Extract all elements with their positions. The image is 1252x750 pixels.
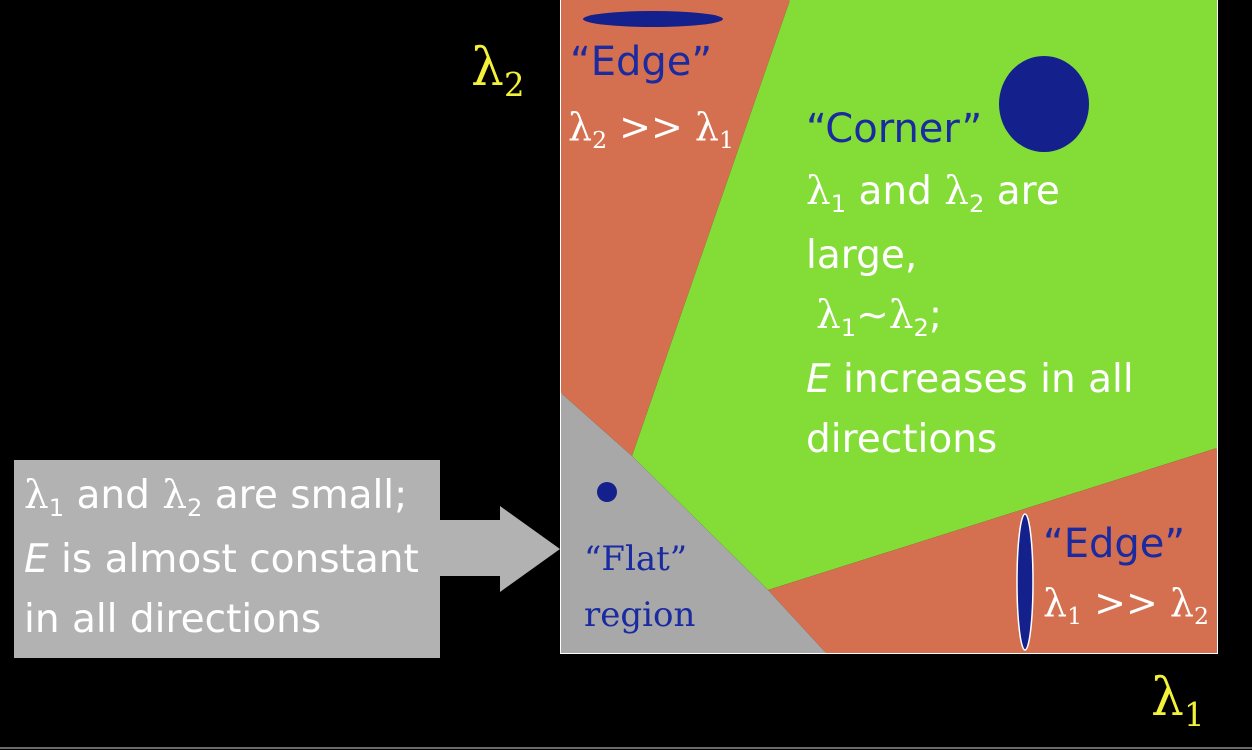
flat-note-sub-1: 1 [48, 494, 65, 523]
corner-lambda-1: λ [806, 169, 831, 214]
y-axis-symbol: λ [471, 38, 504, 98]
edge-top-relation: λ2 >> λ1 [568, 105, 734, 153]
circle-icon [999, 56, 1089, 152]
flat-title: “Flat” [584, 539, 688, 579]
edge-region-top [561, 0, 790, 456]
edge-bottom-operator: >> [1082, 581, 1170, 625]
edge-top-lambda-b: λ [694, 105, 720, 149]
flat-note-line-3: in all directions [24, 597, 322, 642]
corner-line3-sub-a: 1 [840, 314, 857, 343]
x-axis-subscript: 1 [1183, 696, 1205, 735]
small-dot-icon [597, 482, 617, 502]
corner-line3-tilde: ~ [856, 293, 889, 338]
flat-note-constant: is almost constant [48, 537, 419, 582]
edge-bottom-sub-b: 2 [1194, 602, 1209, 631]
corner-description: λ1 and λ2 are large, λ1~λ2; E increases … [806, 162, 1186, 470]
edge-bottom-lambda-b: λ [1169, 581, 1195, 625]
x-axis-symbol: λ [1151, 668, 1184, 728]
flat-note-lambda-2: λ [162, 473, 187, 518]
edge-bottom-title: “Edge” [1043, 521, 1186, 567]
edge-top-sub-b: 1 [719, 126, 734, 155]
edge-top-operator: >> [607, 105, 695, 149]
vertical-ellipse-icon [1016, 513, 1034, 651]
edge-bottom-relation: λ1 >> λ2 [1043, 581, 1209, 629]
corner-sub-1: 1 [830, 190, 847, 219]
corner-line3-lambda-b: λ [888, 293, 914, 338]
corner-are: are [984, 169, 1060, 214]
flat-note-box: λ1 and λ2 are small; E is almost constan… [14, 460, 440, 658]
flat-region [561, 393, 826, 653]
edge-region-bottom [768, 448, 1217, 653]
corner-increases: increases in all [830, 357, 1134, 402]
corner-sub-2: 2 [969, 190, 985, 219]
edge-bottom-sub-a: 1 [1067, 602, 1083, 631]
corner-and: and [846, 169, 945, 214]
corner-line-3: λ1~λ2; [806, 286, 1186, 350]
corner-line3-sub-b: 2 [913, 314, 929, 343]
flat-note-line-2: E is almost constant [24, 530, 430, 590]
edge-top-title: “Edge” [570, 39, 713, 85]
flat-note-energy-e: E [24, 537, 49, 582]
flat-note-are-small: are small; [202, 473, 408, 518]
x-axis-label: λ1 [1151, 672, 1204, 731]
flat-note-line-1: λ1 and λ2 are small; [24, 466, 430, 530]
corner-line3-lambda-a: λ [816, 293, 841, 338]
corner-lambda-2: λ [944, 169, 969, 214]
flat-note-sub-2: 2 [187, 494, 203, 523]
arrow-icon [440, 506, 560, 592]
flat-note-lambda-1: λ [24, 473, 49, 518]
y-axis-label: λ2 [471, 42, 524, 101]
corner-line-5: directions [806, 417, 998, 462]
corner-line-2: large, [806, 233, 918, 278]
corner-region [632, 0, 1217, 590]
edge-top-sub-a: 2 [592, 126, 608, 155]
corner-title: “Corner” [806, 106, 983, 152]
y-axis-subscript: 2 [503, 66, 525, 105]
flat-note-and: and [64, 473, 163, 518]
edge-top-lambda-a: λ [568, 105, 593, 149]
corner-line-1: λ1 and λ2 are [806, 162, 1186, 226]
flat-subtitle: region [584, 595, 696, 635]
horizontal-ellipse-icon [583, 11, 723, 27]
corner-line-4: E increases in all [806, 350, 1186, 410]
edge-bottom-lambda-a: λ [1043, 581, 1068, 625]
flat-region-label: “Flat” region [584, 531, 695, 643]
corner-energy-e: E [806, 357, 831, 402]
corner-line3-semicolon: ; [928, 293, 943, 338]
